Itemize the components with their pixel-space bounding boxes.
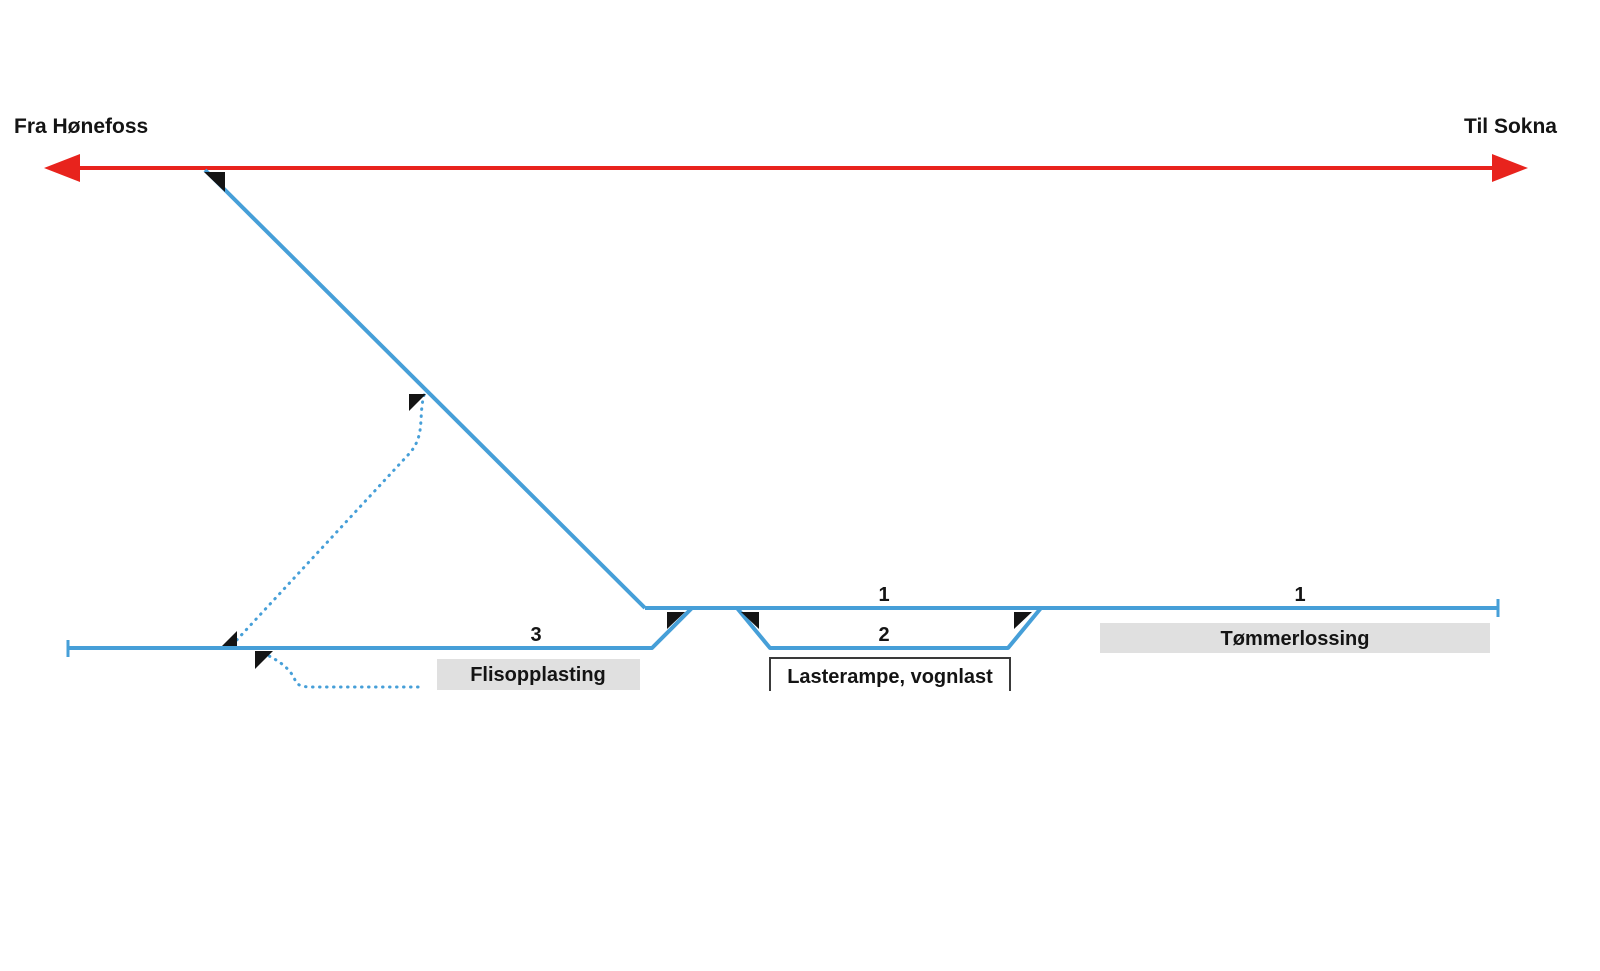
switch-marker-dotted-top-icon	[409, 394, 426, 411]
track-3-label: 3	[530, 624, 541, 646]
area-lasterampe: Lasterampe, vognlast	[769, 657, 1011, 691]
area-flisopplasting: Flisopplasting	[437, 659, 640, 690]
station-tracks	[66, 168, 1500, 689]
flisopplasting-box	[437, 659, 640, 690]
track-1-east-label: 1	[1294, 584, 1305, 606]
main-line	[44, 154, 1528, 182]
switch-marker-track2-east-icon	[1014, 612, 1032, 629]
track-number-labels: 3 1 2 1	[530, 584, 1305, 646]
arrow-west-icon	[44, 154, 80, 182]
switch-marker-track3-upper-icon	[222, 631, 237, 646]
dismantled-track-lower	[261, 651, 423, 689]
track-2	[735, 606, 1043, 650]
flisopplasting-label: Flisopplasting	[470, 664, 606, 686]
arrow-east-icon	[1492, 154, 1528, 182]
track-3	[68, 606, 694, 650]
endpoint-label-from: Fra Hønefoss	[14, 115, 148, 138]
loading-ramp-bracket	[769, 657, 1011, 691]
endpoint-label-to: Til Sokna	[1464, 115, 1557, 138]
entry-connecting-track	[203, 168, 647, 610]
switch-marker-mainline-icon	[204, 172, 225, 192]
switch-markers	[204, 172, 1032, 669]
tommerlossing-box	[1100, 623, 1490, 653]
switch-marker-track2-west-icon	[741, 612, 759, 629]
switch-marker-track3-lower-icon	[255, 651, 273, 669]
dismantled-track-upper	[232, 393, 426, 645]
track-1-center-label: 1	[878, 584, 889, 606]
switch-marker-track3-junction-icon	[667, 612, 685, 629]
area-tommerlossing: Tømmerlossing	[1100, 623, 1490, 653]
track-2-label: 2	[878, 624, 889, 646]
lasterampe-label: Lasterampe, vognlast	[787, 666, 993, 688]
tommerlossing-label: Tømmerlossing	[1221, 628, 1370, 650]
